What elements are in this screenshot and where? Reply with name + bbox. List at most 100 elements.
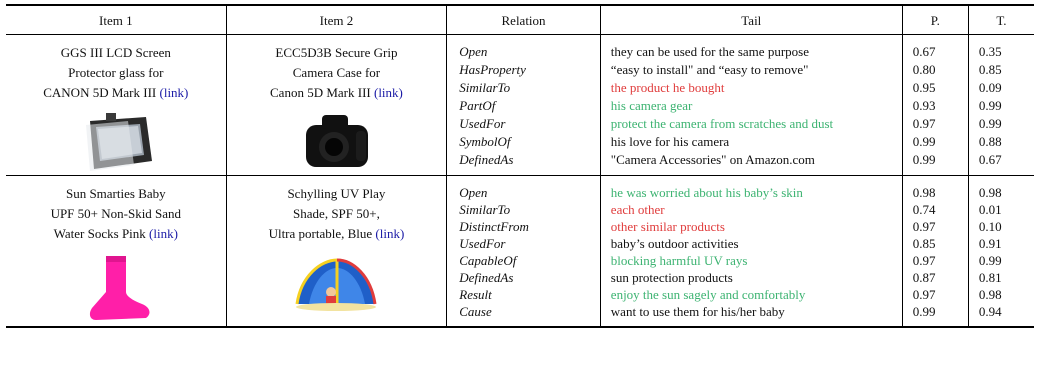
tail-cell: baby’s outdoor activities [599, 235, 903, 252]
t-cell: 0.98 [967, 286, 1034, 303]
item2-cell: Schylling UV Play Shade, SPF 50+, Ultra … [225, 175, 447, 328]
relation-cell: DefinedAs [446, 269, 601, 286]
table-row: SimilarTo the product he bought 0.95 0.0… [6, 79, 1034, 98]
item2-line: ECC5D3B Secure Grip [275, 45, 398, 60]
p-cell: 0.85 [901, 235, 969, 252]
tail-cell: the product he bought [599, 79, 903, 98]
item1-line: UPF 50+ Non-Skid Sand [50, 206, 182, 221]
relation-cell: CapableOf [446, 252, 601, 269]
p-cell: 0.74 [901, 201, 969, 218]
table-row: Cause want to use them for his/her baby … [6, 303, 1034, 328]
table-row: HasProperty “easy to install" and “easy … [6, 61, 1034, 80]
table-row: Result enjoy the sun sagely and comforta… [6, 286, 1034, 303]
header-t: T. [967, 4, 1034, 35]
tail-cell: protect the camera from scratches and du… [599, 114, 903, 133]
table-row: DefinedAs "Camera Accessories" on Amazon… [6, 150, 1034, 176]
t-cell: 0.99 [967, 97, 1034, 115]
group-1: GGS III LCD Screen Protector glass for C… [6, 34, 1034, 176]
results-table: Item 1 Item 2 Relation Tail P. T. GGS II… [6, 4, 1034, 328]
p-cell: 0.97 [901, 252, 969, 269]
p-cell: 0.97 [901, 286, 969, 303]
screen-protector-image [85, 113, 152, 171]
p-cell: 0.99 [901, 303, 969, 328]
table-row: SymbolOf his love for his camera 0.99 0.… [6, 132, 1034, 151]
t-cell: 0.94 [967, 303, 1034, 328]
water-sock-image [89, 256, 150, 320]
p-cell: 0.93 [901, 97, 969, 115]
p-cell: 0.98 [901, 175, 969, 201]
item2-line: Canon 5D Mark III [270, 85, 371, 100]
product-link[interactable]: (link) [149, 226, 178, 241]
tail-cell: each other [599, 201, 903, 218]
tail-cell: blocking harmful UV rays [599, 252, 903, 269]
t-cell: 0.91 [967, 235, 1034, 252]
relation-cell: Open [446, 34, 601, 62]
t-cell: 0.35 [967, 34, 1034, 62]
relation-cell: Result [446, 286, 601, 303]
camera-case-image [306, 115, 369, 167]
header-p: P. [901, 4, 969, 35]
item1-line: Protector glass for [68, 65, 164, 80]
product-link[interactable]: (link) [373, 85, 403, 100]
tail-cell: enjoy the sun sagely and comfortably [599, 286, 903, 303]
p-cell: 0.97 [901, 218, 969, 235]
tail-cell: they can be used for the same purpose [599, 34, 903, 62]
tail-cell: want to use them for his/her baby [599, 303, 903, 328]
table-row: DistinctFrom other similar products 0.97… [6, 218, 1034, 235]
relation-cell: HasProperty [446, 61, 601, 80]
header-row: Item 1 Item 2 Relation Tail P. T. [6, 4, 1034, 35]
relation-cell: UsedFor [446, 235, 601, 252]
header-item1: Item 1 [6, 4, 227, 35]
p-cell: 0.87 [901, 269, 969, 286]
t-cell: 0.81 [967, 269, 1034, 286]
header-relation: Relation [446, 4, 601, 35]
t-cell: 0.85 [967, 61, 1034, 80]
item2-line: Shade, SPF 50+, [293, 206, 380, 221]
table-row: DefinedAs sun protection products 0.87 0… [6, 269, 1034, 286]
tail-cell: sun protection products [599, 269, 903, 286]
p-cell: 0.80 [901, 61, 969, 80]
product-link[interactable]: (link) [159, 85, 189, 100]
relation-cell: PartOf [446, 97, 601, 115]
p-cell: 0.99 [901, 150, 969, 176]
t-cell: 0.88 [967, 132, 1034, 151]
header-item2: Item 2 [225, 4, 447, 35]
tail-cell: his love for his camera [599, 132, 903, 151]
product-link[interactable]: (link) [375, 226, 405, 241]
relation-cell: DefinedAs [446, 150, 601, 176]
relation-cell: Cause [446, 303, 601, 328]
item1-cell: Sun Smarties Baby UPF 50+ Non-Skid Sand … [6, 175, 227, 328]
relation-cell: SimilarTo [446, 79, 601, 98]
item1-line: CANON 5D Mark III [43, 85, 157, 100]
relation-cell: SymbolOf [446, 132, 601, 151]
t-cell: 0.10 [967, 218, 1034, 235]
t-cell: 0.01 [967, 201, 1034, 218]
relation-cell: SimilarTo [446, 201, 601, 218]
t-cell: 0.98 [967, 175, 1034, 201]
item2-line: Schylling UV Play [287, 186, 386, 201]
group-2: Sun Smarties Baby UPF 50+ Non-Skid Sand … [6, 175, 1034, 328]
header-tail: Tail [599, 4, 903, 35]
p-cell: 0.67 [901, 34, 969, 62]
item1-line: Water Socks Pink [53, 226, 146, 241]
p-cell: 0.99 [901, 132, 969, 151]
t-cell: 0.99 [967, 252, 1034, 269]
table-row: UsedFor baby’s outdoor activities 0.85 0… [6, 235, 1034, 252]
t-cell: 0.67 [967, 150, 1034, 176]
table-row: Sun Smarties Baby UPF 50+ Non-Skid Sand … [6, 175, 1034, 328]
item1-line: Sun Smarties Baby [65, 186, 166, 201]
tail-cell: he was worried about his baby’s skin [599, 175, 903, 201]
item2-line: Ultra portable, Blue [268, 226, 373, 241]
table-row: GGS III LCD Screen Protector glass for C… [6, 34, 1034, 176]
tail-cell: other similar products [599, 218, 903, 235]
table-row: SimilarTo each other 0.74 0.01 [6, 201, 1034, 218]
item1-line: GGS III LCD Screen [60, 45, 171, 60]
p-cell: 0.95 [901, 79, 969, 98]
item2-cell: ECC5D3B Secure Grip Camera Case for Cano… [225, 34, 447, 176]
p-cell: 0.97 [901, 114, 969, 133]
table-row: CapableOf blocking harmful UV rays 0.97 … [6, 252, 1034, 269]
table-row: UsedFor protect the camera from scratche… [6, 114, 1034, 133]
tail-cell: “easy to install" and “easy to remove" [599, 61, 903, 80]
t-cell: 0.09 [967, 79, 1034, 98]
play-shade-tent-image [295, 258, 377, 311]
